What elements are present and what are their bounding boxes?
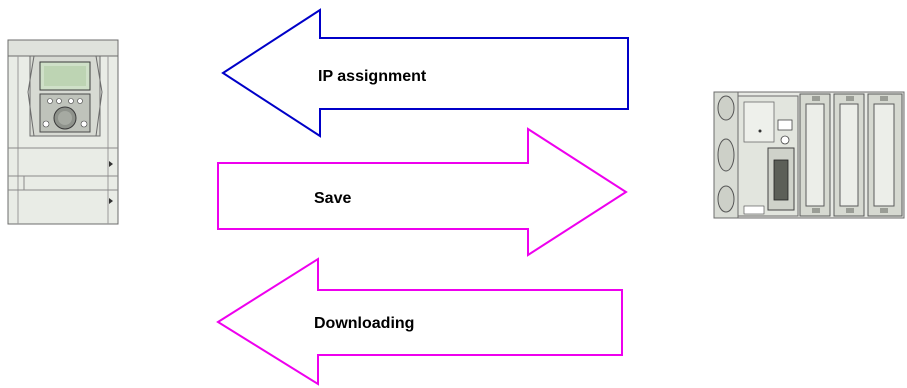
arrow-save-shape: [217, 127, 628, 257]
arrow-ip-assignment-label: IP assignment: [318, 68, 427, 85]
arrow-downloading: Downloading: [216, 257, 623, 386]
variable-speed-drive-image: [7, 39, 119, 225]
arrow-save: Save: [217, 127, 628, 257]
arrow-downloading-label: Downloading: [314, 315, 414, 332]
plc-rack-image: [713, 91, 905, 219]
arrow-downloading-shape: [216, 257, 623, 386]
arrow-save-label: Save: [314, 190, 351, 207]
arrow-ip-assignment-shape: [221, 8, 629, 138]
arrow-ip-assignment: IP assignment: [221, 8, 629, 138]
